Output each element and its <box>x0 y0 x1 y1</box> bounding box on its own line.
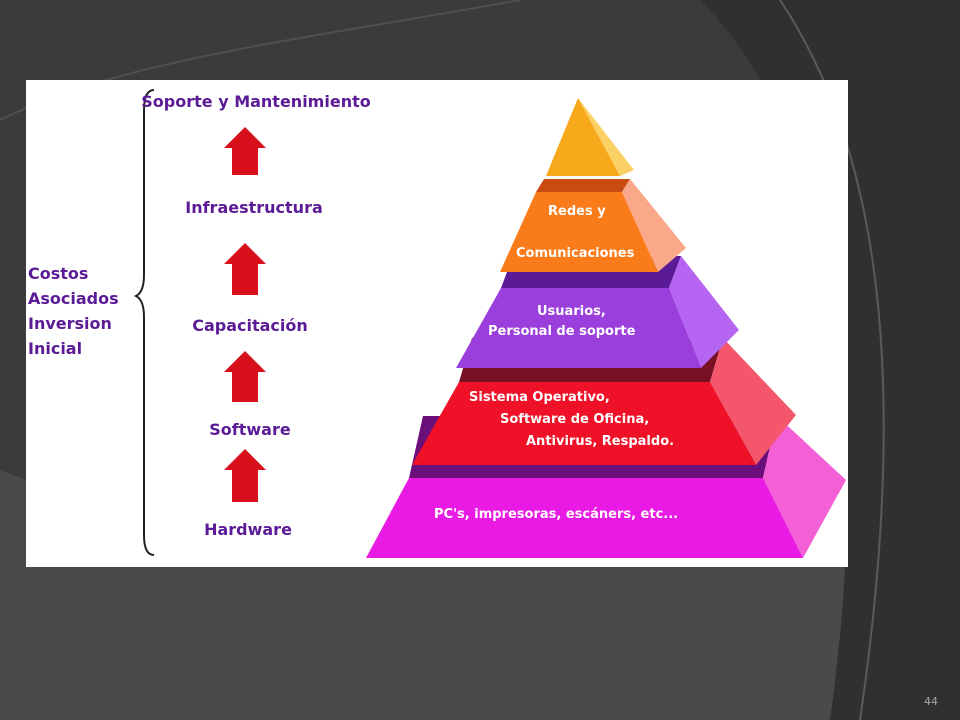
tier-4-line: Software de Oficina, <box>500 412 650 427</box>
brace-label-line: Costos <box>28 264 89 283</box>
curly-brace <box>133 89 155 556</box>
arrow-group <box>224 127 266 502</box>
tier-3-line: Personal de soporte <box>488 324 636 339</box>
page-number: 44 <box>924 695 938 708</box>
tier-4-label: Antivirus, Respaldo. <box>526 432 674 452</box>
tier-4-line: Antivirus, Respaldo. <box>526 434 675 449</box>
pyramid <box>366 98 846 558</box>
tier-2-side <box>622 179 686 272</box>
brace-label: Costos Asociados Inversion Inicial <box>28 261 138 361</box>
up-arrow-icon <box>224 243 266 295</box>
tier-3-front <box>456 288 701 368</box>
diagram-graphics <box>133 89 846 558</box>
tier-2-front <box>500 192 658 272</box>
tier-2-label: Redes y <box>548 202 606 222</box>
tier-4-side <box>710 338 796 465</box>
tier-2-label: Comunicaciones <box>516 244 634 264</box>
brace-label-line: Inversion <box>28 314 112 333</box>
tier-4-label: Sistema Operativo, <box>469 388 610 408</box>
level-label-capacitacion: Capacitación <box>192 316 308 335</box>
level-label-infraestructura: Infraestructura <box>185 198 323 217</box>
level-label-software: Software <box>209 420 291 439</box>
tier-5-front <box>366 478 803 558</box>
tier-4-front <box>412 382 756 465</box>
tier-2-line: Comunicaciones <box>516 246 635 261</box>
tier-3-side <box>669 256 739 368</box>
level-label-hardware: Hardware <box>204 520 292 539</box>
tier-4-line: Sistema Operativo, <box>469 390 610 405</box>
up-arrow-icon <box>224 449 266 502</box>
tier-1-side <box>578 98 634 176</box>
tier-3-label: Usuarios, <box>537 302 606 322</box>
tier-2-line: Redes y <box>548 204 606 219</box>
brace-label-line: Inicial <box>28 339 83 358</box>
tier-5-line: PC's, impresoras, escáners, etc... <box>434 507 679 522</box>
tier-5-side <box>763 416 846 558</box>
tier-1-front <box>546 98 620 176</box>
tier-5-label: PC's, impresoras, escáners, etc... <box>434 505 678 525</box>
up-arrow-icon <box>224 127 266 175</box>
tier-3-line: Usuarios, <box>537 304 606 319</box>
cost-pyramid-figure: Costos Asociados Inversion Inicial Sopor… <box>26 80 848 567</box>
up-arrow-icon <box>224 351 266 402</box>
tier-4-label: Software de Oficina, <box>500 410 649 430</box>
level-label-soporte: Soporte y Mantenimiento <box>141 92 371 111</box>
tier-2-top-ledge <box>536 179 630 192</box>
tier-3-label: Personal de soporte <box>488 322 635 342</box>
brace-label-line: Asociados <box>28 289 119 308</box>
